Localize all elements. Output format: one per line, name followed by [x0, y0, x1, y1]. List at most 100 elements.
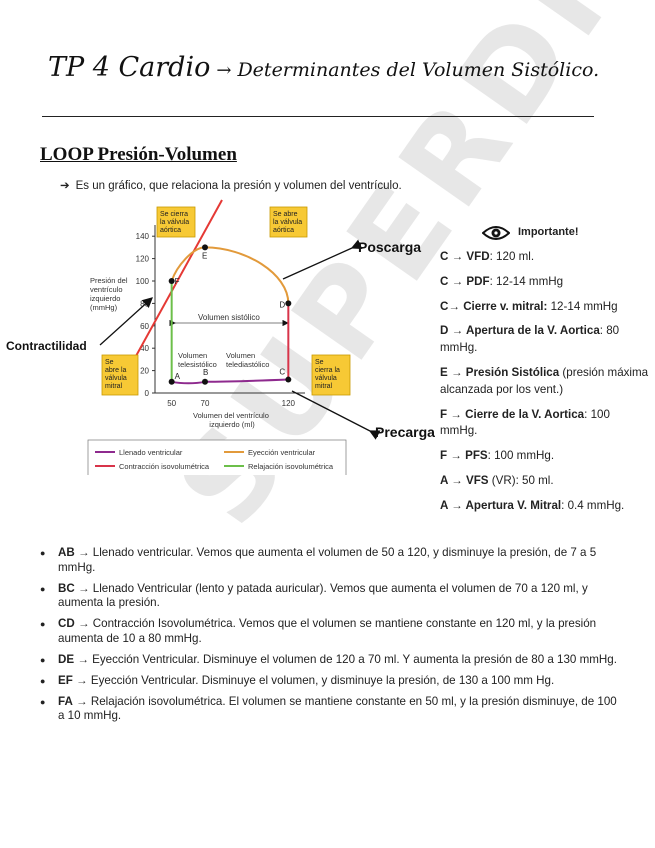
close-mitral-valve-callout: Se cierra la válvula mitral	[311, 354, 351, 396]
point-label-f: F	[175, 277, 180, 286]
y-tick-label: 60	[140, 322, 149, 331]
point-label-c: C	[279, 368, 285, 377]
note-item: A → Apertura V. Mitral: 0.4 mmHg.	[440, 498, 650, 515]
segment-code: FA	[58, 694, 73, 708]
point-a	[168, 378, 175, 385]
poscarga-label: Poscarga	[358, 239, 421, 255]
note-key: C → VFD	[440, 250, 490, 263]
eye-icon	[482, 226, 510, 240]
svg-text:Se abre la válvula: Se abre la válvula aórtica	[273, 211, 304, 234]
point-c	[285, 376, 292, 383]
contractility-arrow	[99, 297, 153, 346]
note-key: A → VFS	[440, 473, 489, 487]
list-item: BC → Llenado Ventricular (lento y patada…	[40, 582, 620, 612]
filling-curve	[171, 378, 289, 385]
important-notes: Importante! C → VFD: 120 ml. C → PDF: 12-…	[440, 225, 650, 523]
note-value: (VR): 50 ml.	[488, 473, 554, 487]
ejection-curve	[170, 246, 290, 304]
y-tick-label: 40	[140, 344, 149, 353]
segment-code: EF	[58, 673, 73, 687]
important-header: Importante!	[482, 225, 650, 241]
svg-text:Se cierra la válvu: Se cierra la válvula mitral	[315, 359, 342, 390]
list-item: EF → Eyección Ventricular. Disminuye el …	[40, 674, 620, 689]
open-aortic-valve-callout: Se abre la válvula aórtica	[269, 206, 308, 238]
note-key: C → PDF	[440, 274, 490, 288]
y-tick-label: 100	[136, 277, 150, 286]
segment-text: → Eyección Ventricular. Disminuye el vol…	[74, 652, 617, 666]
list-item: AB → Llenado ventricular. Vemos que aume…	[40, 546, 620, 576]
point-label-b: B	[203, 368, 208, 377]
segment-code: CD	[58, 617, 75, 631]
legend-llenado: Llenado ventricular	[119, 448, 183, 457]
note-value: 12-14 mmHg	[547, 299, 618, 313]
precarga-arrow	[291, 390, 381, 440]
note-key: A → Apertura V. Mitral	[440, 498, 562, 512]
legend-contraccion: Contracción isovolumétrica	[119, 462, 210, 471]
note-item: C → PDF: 12-14 mmHg	[440, 274, 650, 291]
note-item: C → VFD: 120 ml.	[440, 249, 650, 266]
segment-text: → Eyección Ventricular. Disminuye el vol…	[72, 673, 555, 687]
note-value: : 120 ml.	[489, 250, 535, 263]
esv-label: Volumen telesistólico	[178, 351, 217, 369]
contractility-label: Contractilidad	[6, 339, 87, 353]
x-axis-label: Volumen del ventrículo izquierdo (ml)	[193, 411, 271, 429]
legend-relajacion: Relajación isovolumétrica	[248, 462, 334, 471]
y-tick-label: 0	[145, 389, 150, 398]
note-value: : 80 mmHg.	[440, 324, 620, 355]
note-item: C→ Cierre v. mitral: 12-14 mmHg	[440, 299, 650, 316]
title-sub: Determinantes del Volumen Sistólico.	[237, 59, 600, 81]
note-value: : 100 mmHg.	[487, 449, 555, 463]
note-value: : 0.4 mmHg.	[561, 498, 625, 512]
note-value: (presión máxima alcanzada por los vent.)	[440, 365, 649, 396]
note-key: E → Presión Sistólica	[440, 365, 560, 379]
point-d	[285, 300, 292, 307]
list-item: DE → Eyección Ventricular. Disminuye el …	[40, 653, 620, 668]
intro-text: Es un gráfico, que relaciona la presión …	[75, 180, 402, 192]
y-tick-label: 120	[136, 255, 150, 264]
note-key: D → Apertura de la V. Aortica	[440, 324, 600, 338]
point-b	[202, 378, 208, 385]
stroke-volume-label: Volumen sistólico	[198, 313, 260, 322]
note-key: C→ Cierre v. mitral:	[440, 299, 548, 313]
note-value: : 100 mmHg.	[440, 407, 610, 438]
precarga-label: Precarga	[375, 424, 435, 440]
note-key: F → Cierre de la V. Aortica	[440, 407, 585, 421]
note-item: D → Apertura de la V. Aortica: 80 mmHg.	[440, 323, 650, 357]
x-tick-label: 120	[282, 399, 296, 408]
title-divider	[42, 116, 594, 117]
intro-arrow: ➔	[60, 180, 70, 192]
svg-text:Se cierra la válvula: Se cierra la válvula aórtica	[160, 211, 191, 234]
note-item: F → Cierre de la V. Aortica: 100 mmHg.	[440, 407, 650, 441]
segment-text: → Contracción Isovolumétrica. Vemos que …	[58, 617, 597, 646]
chart-legend: Llenado ventricular Eyección ventricular…	[87, 439, 347, 475]
close-aortic-valve-callout: Se cierra la válvula aórtica	[156, 206, 196, 238]
y-tick-label: 20	[140, 367, 149, 376]
point-label-a: A	[175, 372, 181, 381]
segment-explanations: AB → Llenado ventricular. Vemos que aume…	[40, 546, 620, 730]
important-label: Importante!	[518, 226, 579, 239]
y-tick-label: 140	[136, 232, 150, 241]
x-tick-label: 70	[201, 399, 210, 408]
note-value: : 12-14 mmHg	[489, 274, 564, 288]
segment-code: DE	[58, 652, 75, 666]
point-f	[168, 278, 175, 284]
segment-code: BC	[58, 581, 75, 595]
page-title: TP 4 Cardio→Determinantes del Volumen Si…	[48, 52, 599, 83]
intro-line: ➔ Es un gráfico, que relaciona la presión…	[60, 178, 402, 192]
legend-eyeccion: Eyección ventricular	[248, 448, 316, 457]
segment-text: → Llenado Ventricular (lento y patada au…	[58, 581, 588, 610]
x-tick-label: 50	[167, 399, 176, 408]
note-item: E → Presión Sistólica (presión máxima al…	[440, 365, 650, 399]
point-e	[202, 244, 208, 251]
note-item: F → PFS: 100 mmHg.	[440, 448, 650, 465]
y-axis-label: Presión del ventrículo izquierdo (mmHg)	[90, 276, 130, 312]
list-item: FA → Relajación isovolumétrica. El volum…	[40, 695, 620, 725]
note-key: F → PFS	[440, 449, 488, 463]
segment-text: → Relajación isovolumétrica. El volumen …	[58, 694, 617, 723]
svg-text:Se abre la válvula: Se abre la válvula mitral	[105, 359, 129, 390]
title-main: TP 4 Cardio	[48, 52, 211, 83]
point-label-d: D	[279, 300, 285, 309]
note-item: A → VFS (VR): 50 ml.	[440, 473, 650, 490]
segment-code: AB	[58, 546, 75, 559]
